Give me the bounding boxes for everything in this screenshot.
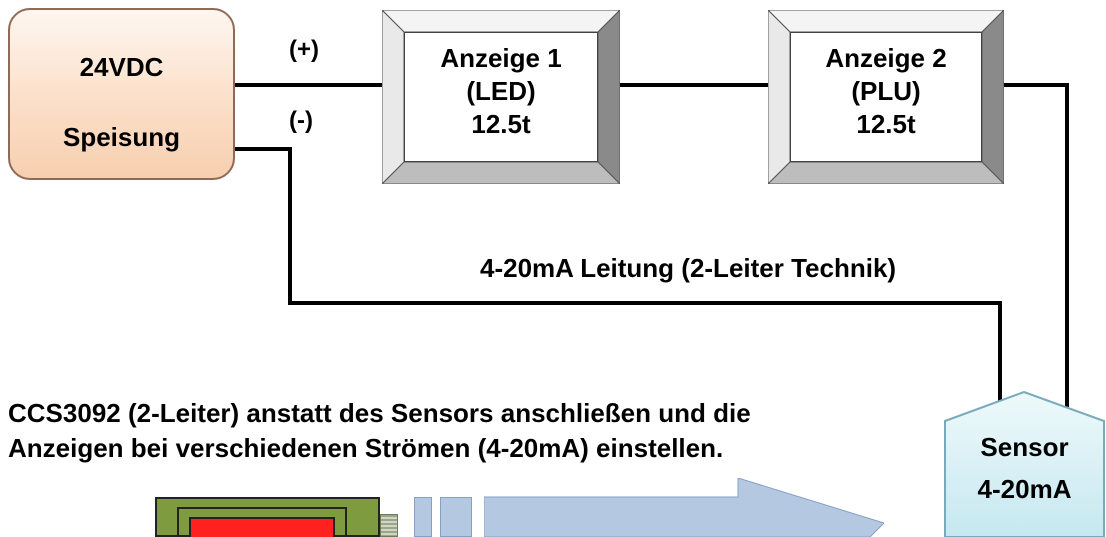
instruction-line-1: CCS3092 (2-Leiter) anstatt des Sensors a… [8,398,751,428]
sensor-title: Sensor [980,432,1069,462]
supply-voltage-label: 24VDC [79,52,164,82]
cable-segment-1 [414,497,432,537]
power-supply-box: 24VDC Speisung [8,8,235,180]
display-1-value: 12.5t [471,109,531,139]
instruction-line-2: Anzeigen bei verschiedenen Strömen (4-20… [8,433,724,463]
display-2-face: Anzeige 2 (PLU) 12.5t [790,32,982,162]
sensor-shape [944,391,1105,537]
wire-minus-supply-to-sensor [233,147,1002,404]
display-2-value: 12.5t [856,109,916,139]
calibrator-display [189,517,335,537]
display-2-title: Anzeige 2 [825,43,947,73]
wire-display2-to-sensor [1002,83,1069,407]
display-1-type: (LED) [466,76,536,106]
calibrator-device [155,497,380,537]
display-1-face: Anzeige 1 (LED) 12.5t [404,32,598,162]
sensor-range: 4-20mA [977,474,1072,504]
loop-wiring-label: 4-20mA Leitung (2-Leiter Technik) [480,253,897,283]
display-1-frame: Anzeige 1 (LED) 12.5t [382,10,620,184]
plus-terminal-label: (+) [289,36,319,63]
calibrator-panel-edge [177,507,347,537]
display-2-frame: Anzeige 2 (PLU) 12.5t [768,10,1004,184]
calibrator-connector [380,514,398,537]
sensor-box: Sensor 4-20mA [943,391,1106,537]
minus-terminal-label: (-) [289,107,313,134]
connection-arrow [484,478,884,537]
cable-segment-2 [440,497,472,537]
display-2-type: (PLU) [851,76,921,106]
display-2-bevel [768,10,1004,184]
supply-name-label: Speisung [62,122,180,152]
display-1-bevel [382,10,620,184]
display-1-title: Anzeige 1 [440,43,562,73]
